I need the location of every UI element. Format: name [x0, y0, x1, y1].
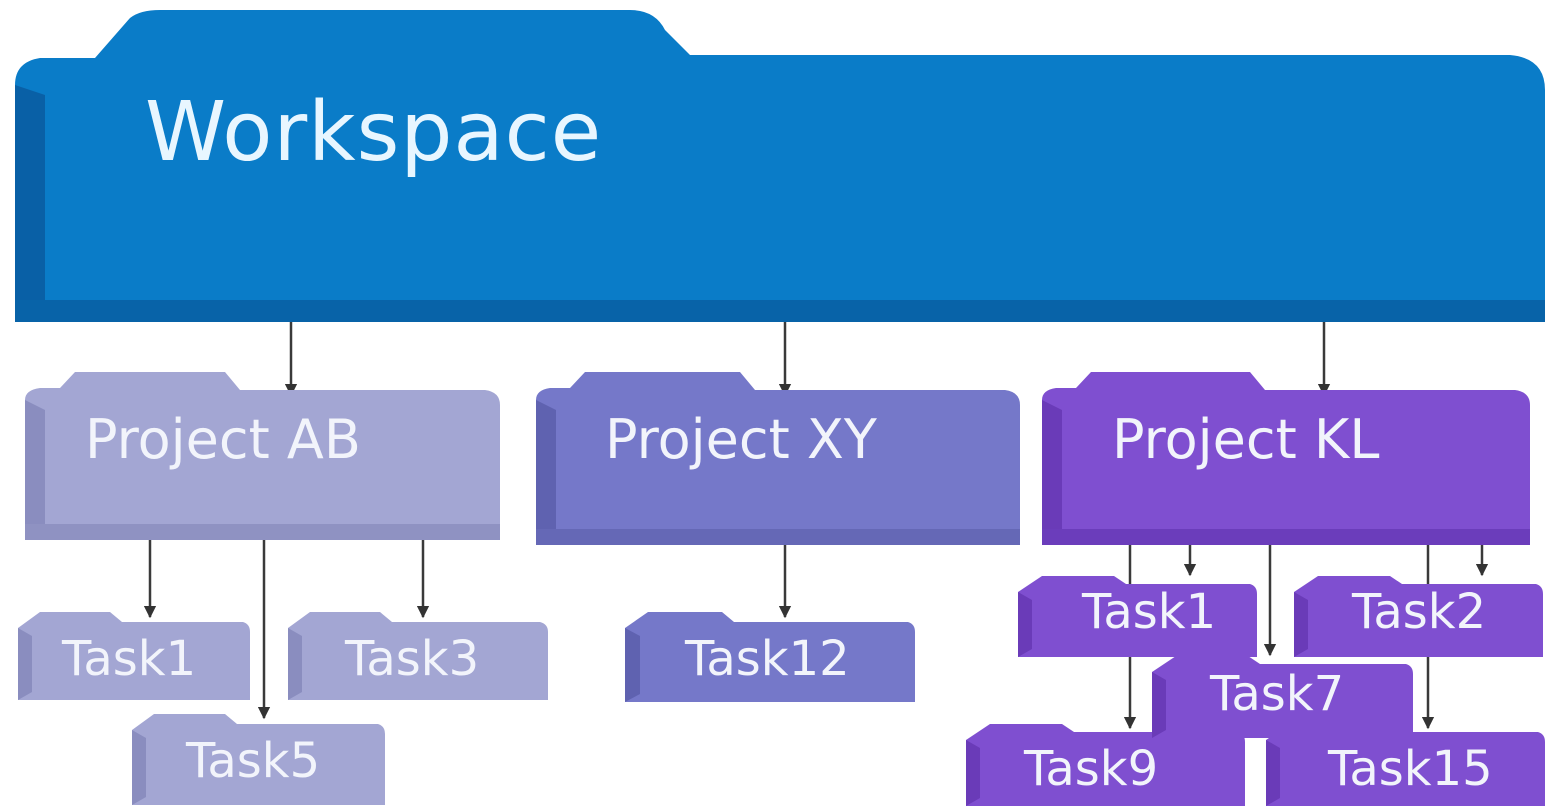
workspace-folder: Workspace [15, 10, 1545, 322]
task-kl-task7-shape [1152, 656, 1413, 738]
task-xy-task12-shape [625, 612, 915, 702]
project-ab-folder-side [25, 400, 45, 540]
task-ab-task1-side [18, 628, 32, 700]
task-kl-task1: Task1 [1018, 576, 1257, 657]
project-xy-folder-shape [536, 372, 1020, 545]
project-ab-folder-bottom [25, 524, 500, 540]
project-ab-label: Project AB [85, 408, 361, 471]
task-kl-task9: Task9 [966, 724, 1245, 806]
task-xy-task12-side [625, 628, 640, 702]
task-kl-task15-side [1266, 740, 1280, 806]
task-kl-task1-shape [1018, 576, 1257, 657]
task-kl-task2: Task2 [1294, 576, 1543, 657]
task-ab-task3-side [288, 628, 302, 700]
project-kl-folder-side [1042, 400, 1062, 545]
workspace-connectors [284, 322, 1331, 397]
task-ab-task3: Task3 [288, 612, 548, 700]
task-xy-task12-label: Task12 [684, 631, 850, 687]
task-kl-task9-side [966, 740, 980, 806]
project-ab-connectors [143, 540, 430, 720]
project-xy-folder: Project XY [536, 372, 1020, 545]
task-kl-task9-label: Task9 [1023, 741, 1158, 797]
project-kl-folder-bottom [1042, 529, 1530, 545]
workspace-folder-bottom [15, 300, 1545, 322]
task-ab-task3-shape [288, 612, 548, 700]
task-ab-task5-label: Task5 [185, 733, 320, 789]
task-kl-task15: Task15 [1266, 724, 1545, 806]
task-kl-task9-shape [966, 724, 1245, 806]
task-ab-task5: Task5 [132, 714, 385, 805]
workspace-folder-side [15, 85, 45, 322]
project-ab-folder-shape [25, 372, 500, 540]
task-kl-task2-side [1294, 592, 1308, 657]
task-ab-task3-label: Task3 [344, 631, 479, 687]
task-xy-task12: Task12 [625, 612, 915, 702]
task-kl-task1-side [1018, 592, 1032, 657]
project-ab-folder: Project AB [25, 372, 500, 540]
task-ab-task5-side [132, 730, 146, 805]
task-ab-task5-shape [132, 714, 385, 805]
task-kl-task15-label: Task15 [1327, 741, 1493, 797]
project-kl-label: Project KL [1112, 408, 1379, 471]
task-ab-task1-shape [18, 612, 250, 700]
task-ab-task1-label: Task1 [61, 631, 196, 687]
task-kl-task2-shape [1294, 576, 1543, 657]
project-kl-folder-shape [1042, 372, 1530, 545]
task-ab-task1: Task1 [18, 612, 250, 700]
task-kl-task7-label: Task7 [1209, 666, 1344, 722]
project-xy-folder-side [536, 400, 556, 545]
project-kl-folder: Project KL [1042, 372, 1530, 545]
task-kl-task15-shape [1266, 724, 1545, 806]
workspace-folder-shape [15, 10, 1545, 322]
project-xy-folder-bottom [536, 529, 1020, 545]
task-kl-task2-label: Task2 [1351, 584, 1486, 640]
task-kl-task7-side [1152, 672, 1166, 738]
task-kl-task1-label: Task1 [1081, 584, 1216, 640]
project-xy-label: Project XY [605, 408, 878, 471]
task-kl-task7: Task7 [1152, 656, 1413, 738]
workspace-label: Workspace [145, 85, 602, 180]
